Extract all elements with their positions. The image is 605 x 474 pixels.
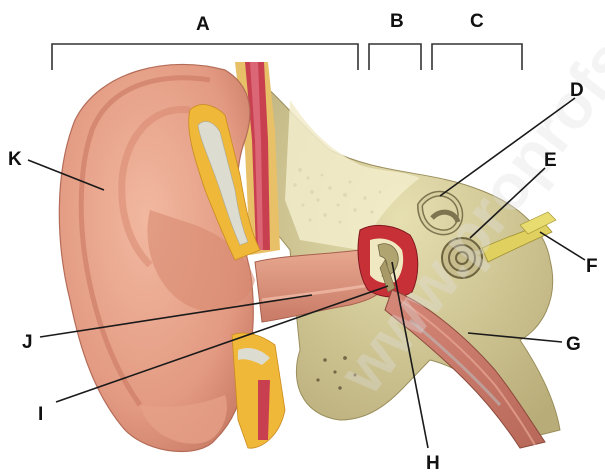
label-k: K [8,149,22,170]
label-c: C [470,11,484,32]
label-d: D [570,80,584,101]
label-b: B [390,11,404,32]
label-e: E [544,150,557,171]
bracket-middle-ear [369,44,421,70]
label-h: H [426,453,440,474]
bracket-inner-ear [432,44,522,70]
label-i: I [38,404,43,425]
label-j: J [22,332,33,353]
label-f: F [586,256,598,277]
section-brackets [52,44,522,70]
label-a: A [196,14,210,35]
label-g: G [566,334,581,355]
